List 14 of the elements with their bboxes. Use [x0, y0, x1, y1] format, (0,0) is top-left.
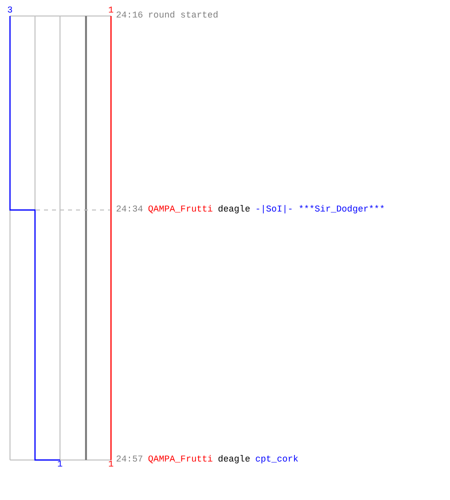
killer-name: QAMPA_Frutti — [148, 456, 213, 464]
weapon-name: deagle — [218, 206, 250, 214]
event-time: 24:57 — [116, 456, 144, 464]
count-label: 1 — [108, 6, 114, 16]
count-label: 1 — [57, 460, 63, 470]
killer-name: QAMPA_Frutti — [148, 206, 213, 214]
weapon-name: deagle — [218, 456, 250, 464]
event-time: 24:16 — [116, 12, 144, 20]
count-label: 1 — [108, 460, 114, 470]
victim-name: -|SoI|- ***Sir_Dodger*** — [255, 206, 385, 214]
event-time: 24:34 — [116, 206, 144, 214]
count-label: 3 — [7, 6, 13, 16]
event-text: round started — [148, 12, 218, 20]
victim-name: cpt_cork — [255, 456, 298, 464]
